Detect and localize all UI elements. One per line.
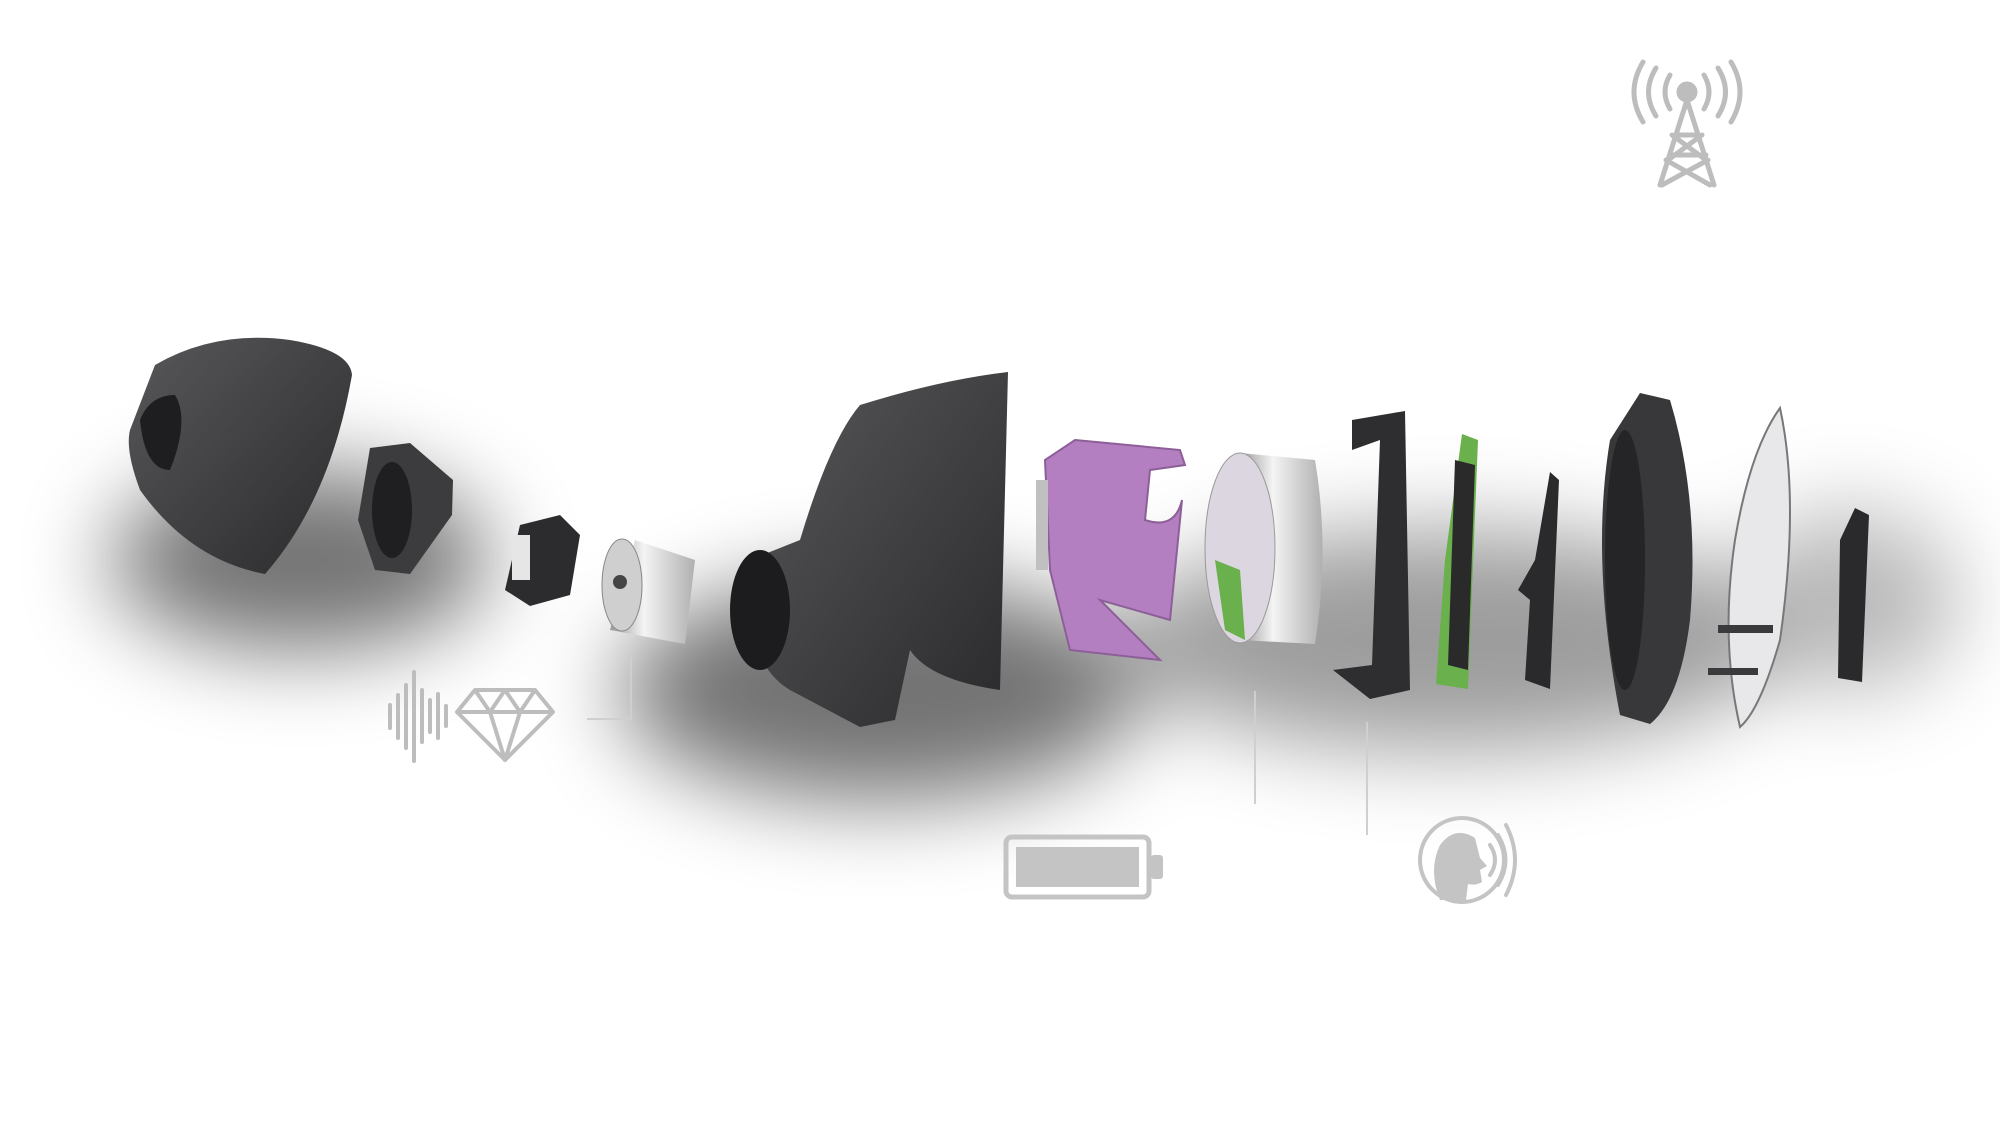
driver-cylinder [601, 538, 695, 644]
battery-icon [1003, 834, 1163, 900]
battery-cell [1204, 452, 1323, 644]
flex-part [1518, 472, 1559, 689]
purple-bracket [1036, 438, 1187, 662]
small-ring [1838, 508, 1869, 682]
mic-module [505, 515, 580, 606]
outer-ring [1602, 393, 1693, 724]
sound-wave-icon [388, 670, 448, 763]
diamond-icon [455, 688, 555, 762]
leader-lines [587, 657, 1368, 835]
ear-tip [128, 337, 352, 574]
speaking-head-icon [1418, 816, 1517, 904]
nozzle-ring [358, 443, 453, 574]
inner-shell [730, 372, 1008, 727]
antenna-tower-icon [1631, 59, 1743, 188]
frame-bracket [1333, 411, 1410, 699]
glass-cover [1708, 405, 1791, 729]
pcb-board [1436, 434, 1478, 689]
